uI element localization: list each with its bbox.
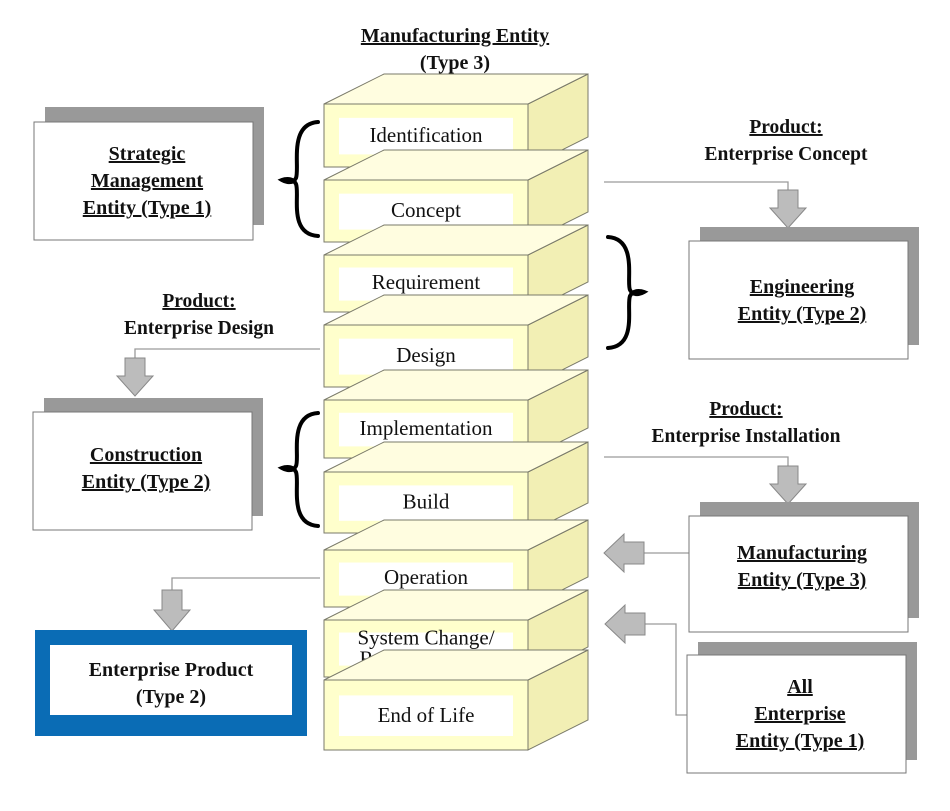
arrow-down-operation-icon — [152, 589, 192, 632]
strategic-entity-label-2: Management — [91, 170, 204, 192]
all-enterprise-label-1: All — [787, 676, 813, 698]
arrow-down-design-icon — [115, 357, 155, 397]
strategic-entity-label-3: Entity (Type 1) — [83, 197, 212, 219]
all-enterprise-entity-box — [686, 654, 907, 774]
stage-label: Implementation — [360, 416, 493, 440]
stage-label-panel — [339, 485, 513, 521]
stage-label-panel — [339, 193, 513, 230]
engineering-entity-box — [688, 240, 909, 360]
title-line-1: Manufacturing Entity — [361, 25, 549, 47]
engineering-entity-label-1: Engineering — [750, 276, 854, 298]
stage-label: Design — [396, 343, 456, 367]
arrow-left-manufacturing-icon — [603, 532, 645, 574]
stage-label-panel — [339, 695, 513, 736]
braces — [277, 120, 649, 528]
stage-label-panel — [339, 338, 513, 375]
manufacturing-entity-box — [688, 515, 909, 633]
brace-strategic — [277, 120, 320, 238]
product-concept-label-1: Product: — [749, 117, 822, 138]
arrow-down-concept-icon — [768, 189, 808, 229]
stage-label-panel — [339, 117, 513, 155]
entity-boxes — [32, 107, 919, 774]
arrow-left-all-enterprise-icon — [604, 603, 646, 645]
arrows — [115, 189, 808, 645]
stage-label-panel — [339, 412, 513, 447]
construction-entity-label-2: Entity (Type 2) — [82, 471, 211, 493]
stage-block: End of Life — [323, 649, 589, 751]
engineering-entity-label-2: Entity (Type 2) — [738, 303, 867, 325]
product-design-label-2: Enterprise Design — [124, 318, 274, 339]
stage-stack: IdentificationConceptRequirementDesignIm… — [323, 73, 589, 751]
enterprise-product-label-1: Enterprise Product — [89, 659, 254, 681]
stage-label: Concept — [391, 198, 461, 222]
connector-concept — [604, 181, 789, 190]
connector-lines — [134, 181, 789, 716]
stage-label: Identification — [369, 123, 483, 147]
construction-entity-label-1: Construction — [90, 444, 202, 466]
brace-engineering — [606, 235, 649, 350]
stage-block: Build — [323, 441, 589, 534]
enterprise-product-label-2: (Type 2) — [136, 686, 206, 708]
arrow-down-installation-icon — [768, 465, 808, 505]
strategic-entity-box — [33, 121, 254, 241]
brace-construction — [277, 411, 320, 528]
manufacturing-entity-label-1: Manufacturing — [737, 542, 867, 564]
product-labels: Product: Enterprise Concept Product: Ent… — [124, 117, 868, 447]
product-concept-label-2: Enterprise Concept — [704, 144, 868, 165]
connector-design — [134, 348, 320, 358]
strategic-entity-label-1: Strategic — [109, 143, 186, 165]
all-enterprise-label-2: Enterprise — [754, 703, 845, 725]
stage-label: Requirement — [372, 270, 481, 294]
connector-operation — [171, 577, 320, 590]
stage-block: Identification — [323, 73, 589, 168]
enterprise-product-box — [50, 645, 292, 715]
stage-block: Implementation — [323, 369, 589, 459]
title-line-2: (Type 3) — [420, 52, 490, 74]
product-installation-label-2: Enterprise Installation — [651, 426, 840, 447]
stage-label: End of Life — [378, 703, 475, 727]
product-design-label-1: Product: — [162, 291, 235, 312]
product-installation-label-1: Product: — [709, 399, 782, 420]
stage-label: Operation — [384, 565, 468, 589]
diagram-title: Manufacturing Entity (Type 3) — [361, 25, 549, 74]
stage-label: System Change/ — [357, 626, 494, 650]
all-enterprise-label-3: Entity (Type 1) — [736, 730, 865, 752]
entity-labels: Strategic Management Entity (Type 1) Eng… — [82, 143, 867, 752]
construction-entity-box — [32, 411, 253, 531]
connector-all-enterprise — [645, 623, 688, 716]
connector-installation — [604, 456, 789, 466]
stage-label: Build — [403, 490, 450, 514]
manufacturing-entity-label-2: Entity (Type 3) — [738, 569, 867, 591]
